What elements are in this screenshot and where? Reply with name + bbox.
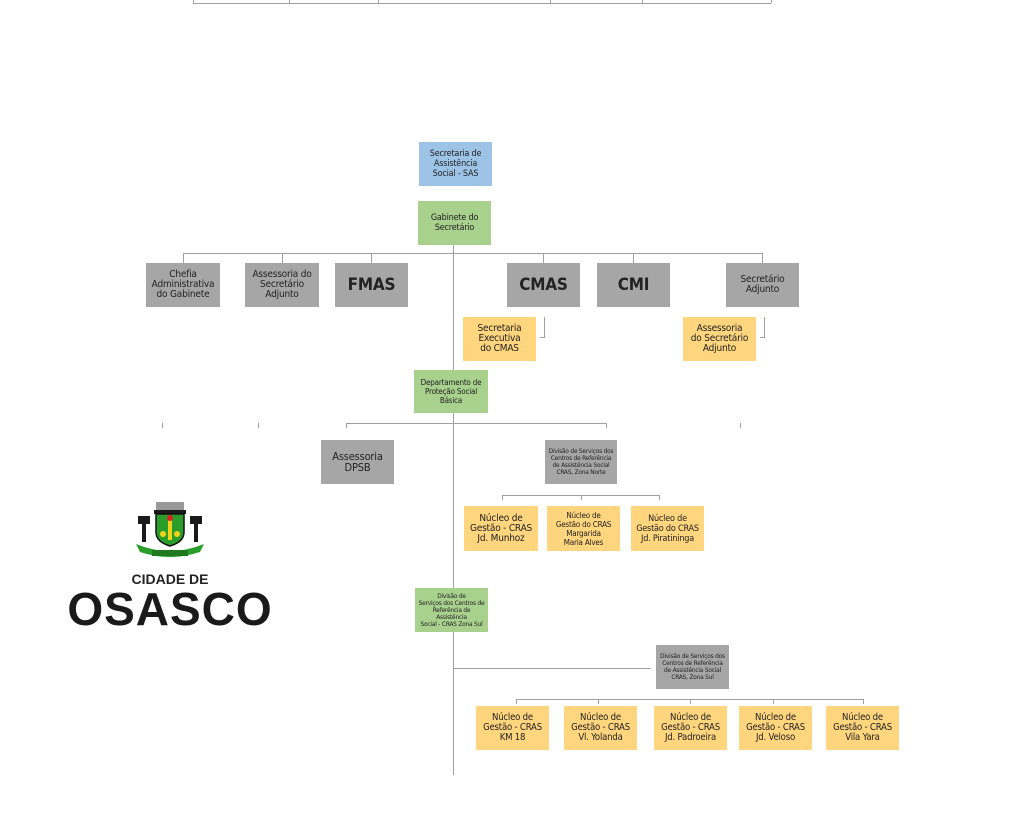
- connector: [162, 423, 163, 428]
- connector: [183, 253, 763, 254]
- node-sas: Secretaria de Assistência Social - SAS: [419, 142, 492, 186]
- node-gabinete: Gabinete do Secretário: [418, 201, 491, 245]
- connector: [550, 0, 551, 3]
- node-cras-vl-yolanda: Núcleo de Gestão - CRAS Vl. Yolanda: [564, 706, 637, 750]
- connector: [659, 495, 660, 500]
- connector: [642, 0, 643, 3]
- node-fmas: FMAS: [335, 263, 408, 307]
- node-secretario-adjunto: Secretário Adjunto: [726, 263, 799, 307]
- connector: [516, 699, 863, 700]
- connector: [346, 423, 607, 424]
- connector: [540, 337, 545, 338]
- connector: [633, 253, 634, 263]
- connector: [762, 253, 763, 263]
- connector: [544, 317, 545, 337]
- node-divisao-sul-gray: Divisão de Serviços dos Centros de Refer…: [656, 645, 729, 689]
- node-chefia: Chefia Administrativa do Gabinete: [146, 263, 220, 307]
- coat-of-arms-icon: [136, 502, 204, 557]
- connector: [371, 253, 372, 263]
- node-cras-piratininga: Núcleo de Gestão do CRAS Jd. Piratininga: [631, 506, 704, 551]
- connector: [740, 423, 741, 428]
- connector: [378, 0, 379, 3]
- osasco-logo: CIDADE DE OSASCO: [60, 500, 280, 635]
- connector: [282, 253, 283, 263]
- node-cras-vila-yara: Núcleo de Gestão - CRAS Vila Yara: [826, 706, 899, 750]
- node-cmas: CMAS: [507, 263, 580, 307]
- connector: [760, 337, 765, 338]
- connector: [289, 0, 290, 3]
- connector: [764, 317, 765, 337]
- main-trunk: [453, 245, 454, 775]
- logo-line2: OSASCO: [67, 583, 273, 635]
- node-cras-km18: Núcleo de Gestão - CRAS KM 18: [476, 706, 549, 750]
- connector: [581, 495, 582, 500]
- connector: [543, 253, 544, 263]
- connector: [606, 423, 607, 428]
- node-secretaria-executiva-cmas: Secretaria Executiva do CMAS: [463, 317, 536, 361]
- logo-line1: CIDADE DE: [131, 571, 209, 587]
- node-assessoria-adjunto: Assessoria do Secretário Adjunto: [245, 263, 319, 307]
- node-divisao-sul-green: Divisão de Serviços dos Centros de Refer…: [415, 588, 488, 632]
- node-cmi: CMI: [597, 263, 670, 307]
- node-dpsb: Departamento de Proteção Social Básica: [414, 370, 488, 413]
- connector: [258, 423, 259, 428]
- connector: [598, 699, 599, 704]
- connector: [690, 699, 691, 704]
- connector: [346, 423, 347, 428]
- node-divisao-norte: Divisão de Serviços dos Centros de Refer…: [545, 440, 617, 484]
- connector: [502, 495, 503, 500]
- connector: [193, 3, 771, 4]
- node-cras-margarida: Núcleo de Gestão do CRAS Margarida Maria…: [547, 506, 620, 551]
- connector: [193, 0, 194, 3]
- node-cras-jd-munhoz: Núcleo de Gestão - CRAS Jd. Munhoz: [464, 506, 538, 551]
- node-assessoria-secretario-adjunto: Assessoria do Secretário Adjunto: [683, 317, 756, 361]
- connector: [183, 253, 184, 263]
- node-cras-jd-veloso: Núcleo de Gestão - CRAS Jd. Veloso: [739, 706, 812, 750]
- connector: [863, 699, 864, 704]
- connector: [773, 699, 774, 704]
- node-cras-jd-padroeira: Núcleo de Gestão - CRAS Jd. Padroeira: [654, 706, 727, 750]
- connector: [453, 668, 651, 669]
- connector: [516, 699, 517, 704]
- node-assessoria-dpsb: Assessoria DPSB: [321, 440, 394, 484]
- connector: [771, 0, 772, 3]
